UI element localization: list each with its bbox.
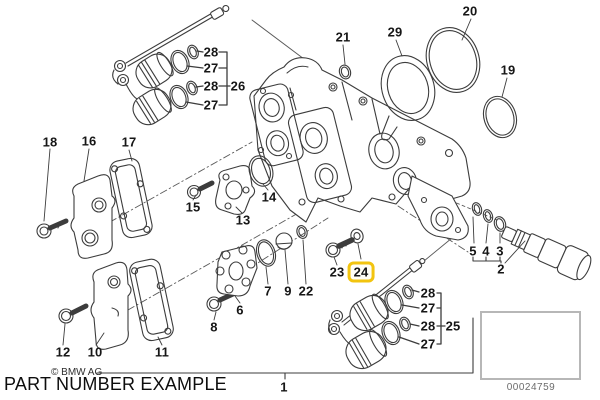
gasket-17-drawing [109,157,153,239]
cover-10-drawing [90,261,132,350]
part-label-10[interactable]: 10 [87,344,103,360]
part-label-14[interactable]: 14 [261,189,277,205]
part-label-21[interactable]: 21 [335,29,351,45]
part-1-bracket [96,317,474,380]
part-label-6[interactable]: 6 [236,302,244,318]
part-label-28[interactable]: 28 [203,78,219,94]
part-label-25[interactable]: 25 [445,318,461,334]
oring-22-drawing [296,225,308,239]
part-label-23[interactable]: 23 [329,264,345,280]
bolt-18-drawing [36,218,69,239]
part-label-26[interactable]: 26 [230,78,246,94]
housing-drawing [249,57,471,241]
part-label-24-highlighted[interactable]: 24 [347,261,375,283]
copyright-text: © BMW AG [51,367,103,378]
part-label-1[interactable]: 1 [280,379,288,395]
page-caption: PART NUMBER EXAMPLE [4,374,227,394]
part-label-12[interactable]: 12 [55,344,71,360]
piston-unit-26-drawing [112,4,231,126]
part-label-28[interactable]: 28 [420,318,436,334]
part-label-18[interactable]: 18 [42,134,58,150]
piston-unit-25-drawing [327,258,446,370]
bolt-15-drawing [186,180,215,200]
part-label-11[interactable]: 11 [154,344,170,360]
part-label-13[interactable]: 13 [235,212,251,228]
part-label-27[interactable]: 27 [203,97,219,113]
washer-24-drawing [350,228,364,244]
diagram-code: 00024759 [506,382,556,393]
bolt-23-drawing [325,237,355,258]
part-label-28[interactable]: 28 [420,285,436,301]
part-label-5[interactable]: 5 [469,243,477,259]
part-label-7[interactable]: 7 [264,283,272,299]
part-label-29[interactable]: 29 [387,24,403,40]
oring-14-drawing [248,155,274,187]
part-label-9[interactable]: 9 [284,283,292,299]
plug-9-drawing [275,232,293,250]
part-label-4[interactable]: 4 [482,243,490,259]
part-label-3[interactable]: 3 [496,243,504,259]
part-label-8[interactable]: 8 [210,319,218,335]
solenoid-valve-2-drawing [501,226,592,281]
oring-7-drawing [255,239,277,267]
cover-13-drawing [215,165,256,215]
part-label-28[interactable]: 28 [203,44,219,60]
part-label-22[interactable]: 22 [298,283,314,299]
valve-group-drawing [471,202,592,281]
part-label-2[interactable]: 2 [497,261,505,277]
part-label-16[interactable]: 16 [81,133,97,149]
leader-lines [43,18,508,346]
part-label-17[interactable]: 17 [121,134,137,150]
part-label-15[interactable]: 15 [185,199,201,215]
part-label-20[interactable]: 20 [462,3,478,19]
part-label-27[interactable]: 27 [420,300,436,316]
center-parts-drawing [186,155,274,215]
bolt-8-drawing [206,291,236,312]
part-label-19[interactable]: 19 [500,62,516,78]
part-label-27[interactable]: 27 [203,60,219,76]
flange-6-drawing [216,245,258,297]
gasket-11-drawing [129,258,174,342]
car-location-thumbnail [480,311,581,380]
part-label-27[interactable]: 27 [420,336,436,352]
flange-group-drawing [206,225,364,312]
seal-rings-top-drawing [338,27,518,141]
covers-gaskets-left-drawing [36,157,174,350]
bolt-12-drawing [58,303,89,324]
